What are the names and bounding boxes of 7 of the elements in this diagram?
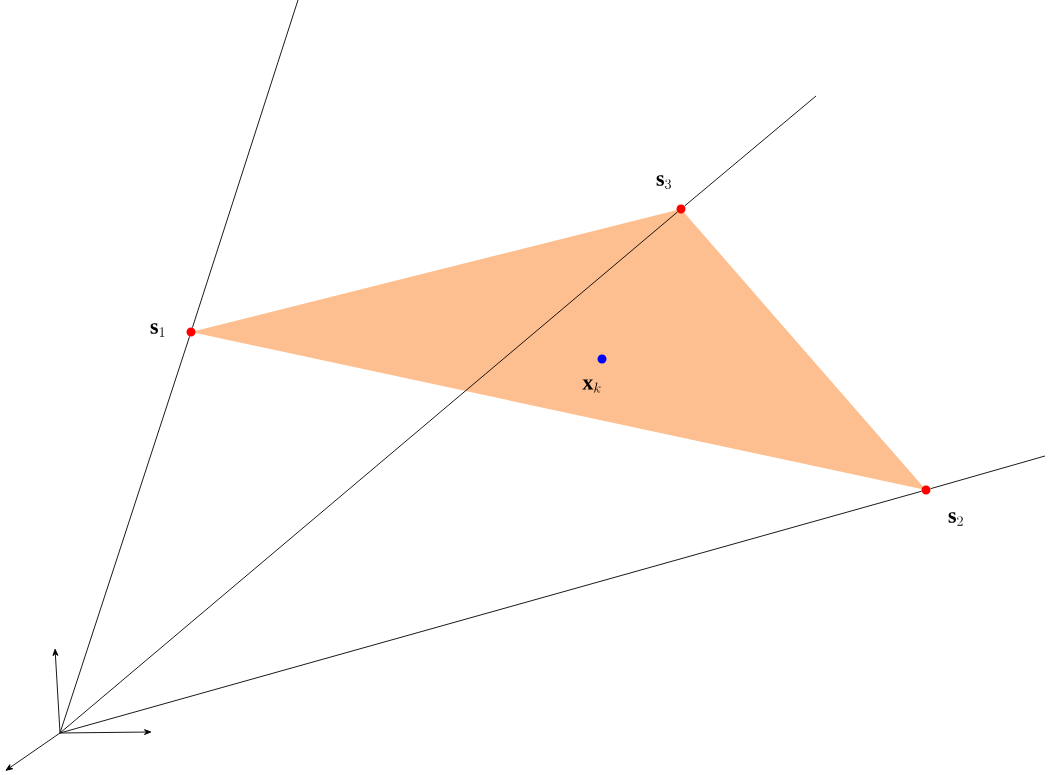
ray-line	[60, 490, 922, 734]
point-label: $\mathbf{s}_2$	[948, 512, 963, 526]
point-label: $\mathbf{s}_1$	[150, 323, 165, 337]
ray-line	[59, 336, 190, 733]
point-label: $\mathbf{x}_k$	[582, 379, 601, 393]
ray-line	[60, 211, 678, 733]
point-label: $\mathbf{s}_3$	[656, 175, 671, 190]
